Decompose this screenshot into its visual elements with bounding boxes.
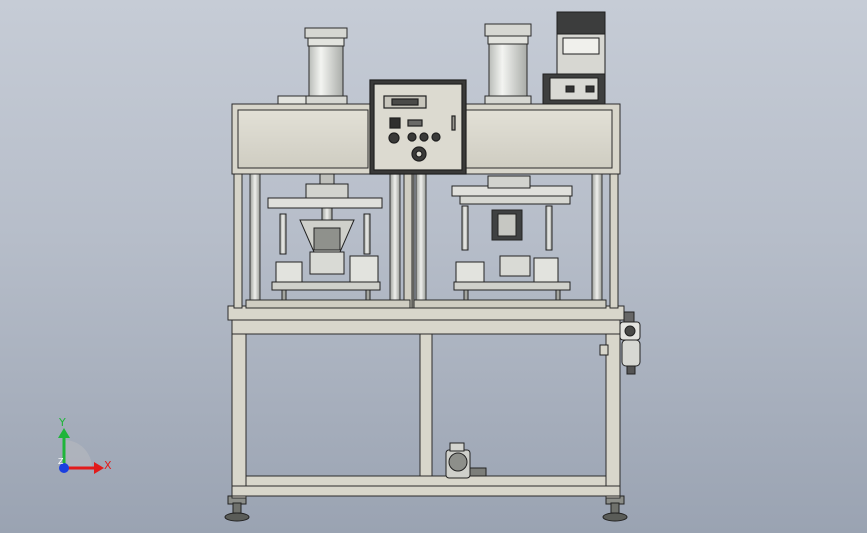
air-filter-regulator [599,311,641,375]
triad-plane-icon [64,440,92,468]
pump-motor [445,442,487,479]
lower-frame [227,305,625,499]
left-press-tooling [267,173,383,307]
left-air-cylinder [277,27,348,105]
temperature-controller [542,11,606,105]
z-axis-label: Z [58,457,64,466]
machine-feet [224,495,628,522]
x-axis-label: X [104,459,112,472]
base-plates [245,299,607,309]
control-box [369,79,467,175]
right-press-tooling [451,175,573,307]
coordinate-triad: Y X Z [58,416,112,474]
y-axis-label: Y [58,416,66,429]
right-air-cylinder [484,23,532,105]
